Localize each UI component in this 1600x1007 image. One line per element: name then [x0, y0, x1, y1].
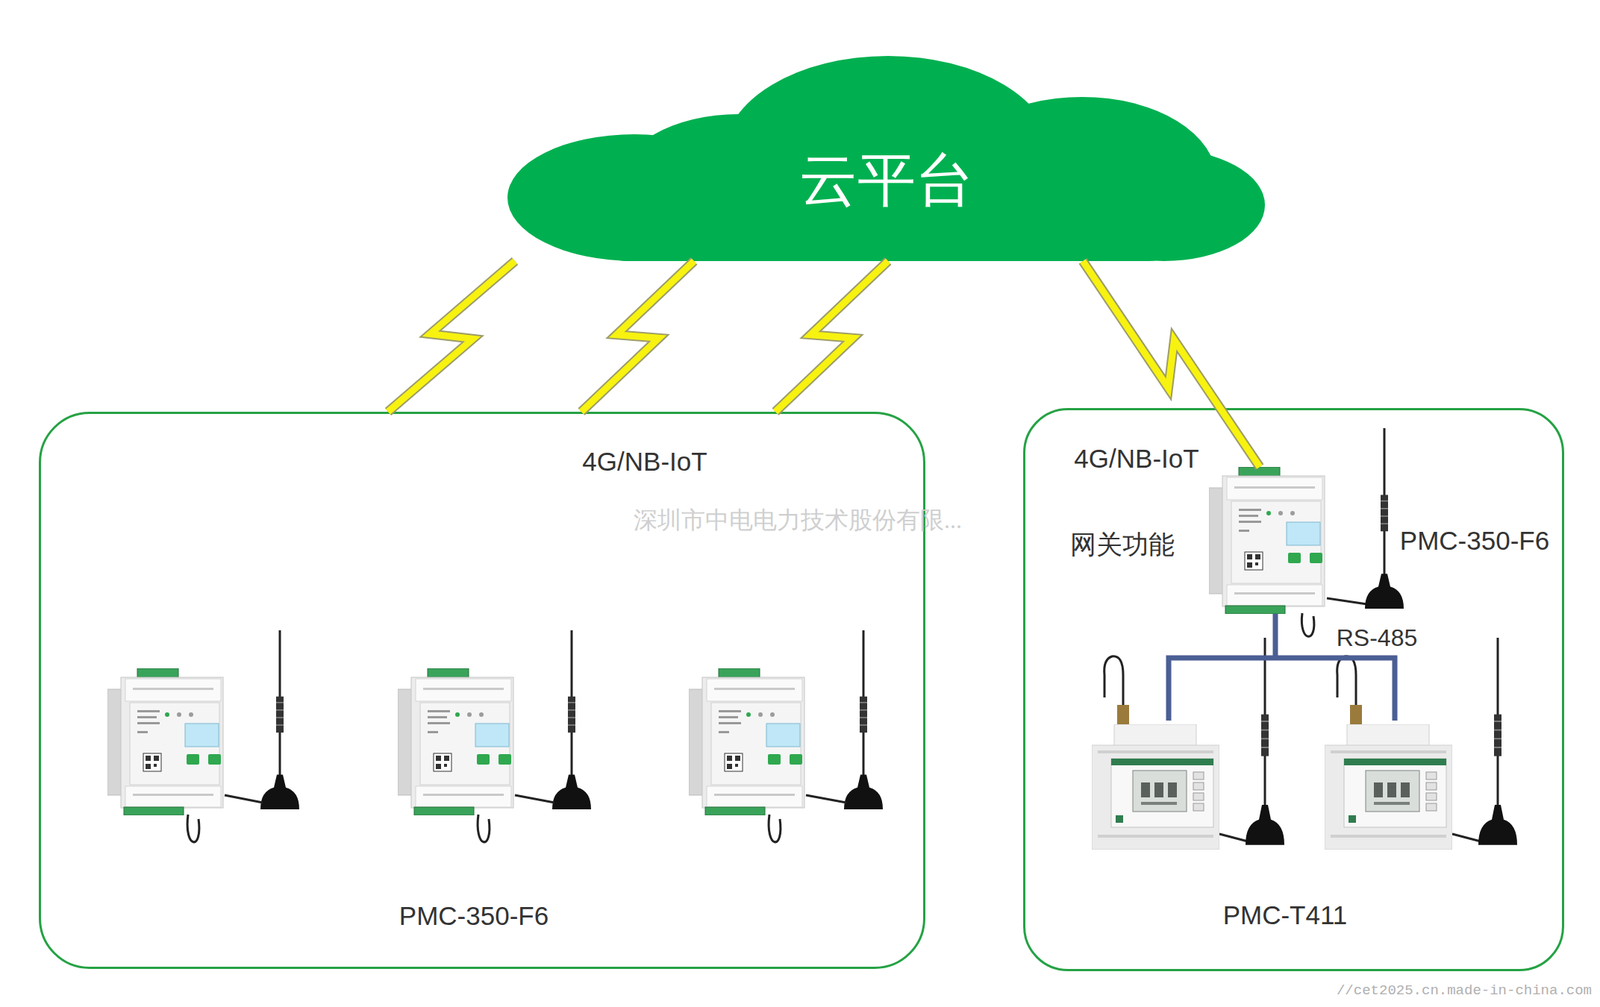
lightning-connector: [1082, 261, 1260, 468]
antenna-cable: [1219, 834, 1248, 842]
bolt-outline: [775, 261, 889, 412]
watermark: 深圳市中电电力技术股份有限...: [573, 505, 1022, 535]
antenna-cable: [805, 795, 847, 803]
wireless-link: [581, 261, 695, 412]
lightning-connector: [775, 261, 889, 412]
node-text: PMC-350-F6: [250, 900, 698, 933]
cable-connector: [1117, 705, 1130, 727]
device-shape: [1208, 467, 1327, 615]
meter-device: [397, 668, 514, 816]
wireless-link: [1082, 261, 1260, 468]
bus-wire: [1168, 614, 1395, 721]
node-text: PMC-T411: [1135, 900, 1435, 932]
wireless-link: [775, 261, 889, 412]
cable-group: [187, 598, 1481, 843]
node-text: 云平台: [507, 145, 1265, 216]
cloud-outline: [507, 55, 1265, 262]
antenna-symbol: [1364, 428, 1404, 609]
bus-wire: [1168, 658, 1395, 721]
network-label: 4G/NB-IoT: [420, 446, 869, 478]
cable-loop: [1301, 613, 1315, 637]
cable-loop: [187, 814, 200, 843]
antenna-symbol: [844, 630, 883, 810]
gateway-device: PMC-350-F6: [1208, 467, 1327, 615]
antenna-symbol: [1245, 638, 1285, 846]
cable-loop: [477, 814, 490, 843]
lightning-connector: [388, 261, 515, 412]
bolt-outline: [581, 261, 695, 412]
bus-wire: [1273, 614, 1279, 659]
network-label: 4G/NB-IoT: [912, 443, 1361, 475]
antenna-cable: [224, 795, 263, 803]
antenna-cable: [1326, 598, 1368, 605]
antenna-cable: [514, 795, 555, 803]
antenna-cable: [1452, 834, 1481, 842]
antenna-symbol: [552, 630, 592, 810]
node-text: PMC-350-F6: [1385, 525, 1565, 557]
meter-device: [688, 668, 805, 816]
meter-device: [107, 668, 224, 816]
lightning-connector: [581, 261, 695, 412]
bolt-outline: [388, 261, 515, 412]
bus-label: RS-485: [1152, 623, 1600, 653]
cable-loop: [768, 814, 781, 843]
watermark: //cet2025.cn.made-in-china.com: [1240, 982, 1600, 1000]
meter-device: [1324, 724, 1453, 850]
antenna-symbol: [1478, 638, 1518, 846]
wireless-link: [388, 261, 515, 412]
bolt-outline: [1082, 261, 1260, 468]
device-group: PMC-T411 PMC-350-F6: [1023, 408, 1565, 972]
device-group: PMC-350-F6: [38, 411, 926, 970]
cloud-platform: 云平台: [507, 55, 1265, 262]
meter-device: [1208, 467, 1325, 615]
cable-connector: [1350, 705, 1362, 727]
meter-device: [1091, 724, 1220, 850]
antenna-symbol: [260, 630, 300, 810]
